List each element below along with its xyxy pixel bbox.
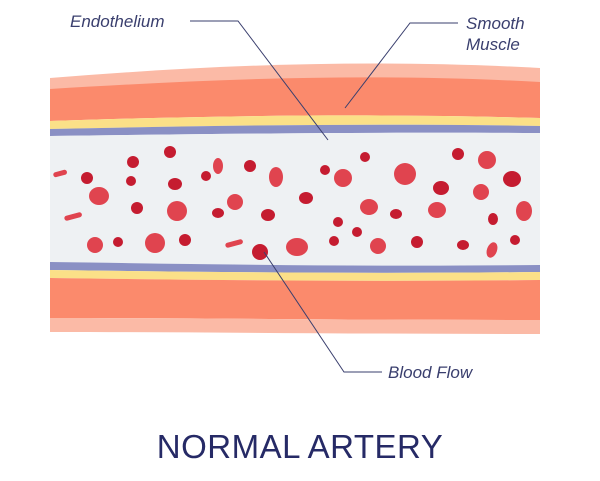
blood-cell (53, 169, 67, 178)
blood-cell (269, 167, 283, 187)
blood-cell (360, 199, 378, 215)
blood-cell (488, 213, 498, 225)
blood-cell (213, 158, 223, 174)
blood-cell (201, 171, 211, 181)
blood-flow-label: Blood Flow (388, 363, 473, 382)
blood-cell (168, 178, 182, 190)
smooth-muscle-label: Smooth Muscle (466, 13, 525, 55)
blood-cell (433, 181, 449, 195)
blood-cell (333, 217, 343, 227)
smooth-muscle-leader-line (344, 22, 458, 109)
blood-cell (452, 148, 464, 160)
bottom-yellow-band (50, 270, 540, 281)
endothelium-leader-line (190, 20, 329, 141)
smooth-muscle-label-line1: Smooth (466, 14, 525, 33)
blood-cell (299, 192, 313, 204)
blood-cell (473, 184, 489, 200)
blood-cell (212, 208, 224, 218)
blood-cell (390, 209, 402, 219)
blood-cell (334, 169, 352, 187)
blood-cell (510, 235, 520, 245)
top-smooth-muscle (50, 77, 540, 121)
blood-cell (131, 202, 143, 214)
blood-cells (53, 146, 532, 260)
blood-cell (89, 187, 109, 205)
endothelium-label: Endothelium (70, 12, 165, 31)
blood-cell (370, 238, 386, 254)
blood-cell (252, 244, 268, 260)
bottom-endothelium (50, 262, 540, 273)
bottom-outer-layer (50, 318, 540, 334)
top-endothelium (50, 124, 540, 136)
blood-cell (394, 163, 416, 185)
blood-cell (428, 202, 446, 218)
blood-cell (244, 160, 256, 172)
lumen (50, 132, 540, 266)
blood-cell (352, 227, 362, 237)
blood-cell (227, 194, 243, 210)
blood-cell (360, 152, 370, 162)
blood-cell (179, 234, 191, 246)
blood-cell (478, 151, 496, 169)
smooth-muscle-label-line2: Muscle (466, 35, 520, 54)
blood-cell (126, 176, 136, 186)
blood-cell (486, 242, 498, 258)
blood-cell (503, 171, 521, 187)
blood-cell (261, 209, 275, 221)
blood-cell (64, 212, 82, 221)
blood-cell (411, 236, 423, 248)
blood-cell (164, 146, 176, 158)
blood-cell (225, 239, 243, 248)
blood-cell (167, 201, 187, 221)
blood-cell (516, 201, 532, 221)
blood-cell (457, 240, 469, 250)
blood-cell (127, 156, 139, 168)
blood-cell (81, 172, 93, 184)
blood-cell (329, 236, 339, 246)
top-yellow-band (50, 115, 540, 129)
blood-cell (320, 165, 330, 175)
blood-cell (145, 233, 165, 253)
blood-cell (113, 237, 123, 247)
blood-cell (286, 238, 308, 256)
blood-flow-leader-line (263, 251, 382, 373)
diagram-title: NORMAL ARTERY (156, 428, 444, 465)
blood-cell (87, 237, 103, 253)
